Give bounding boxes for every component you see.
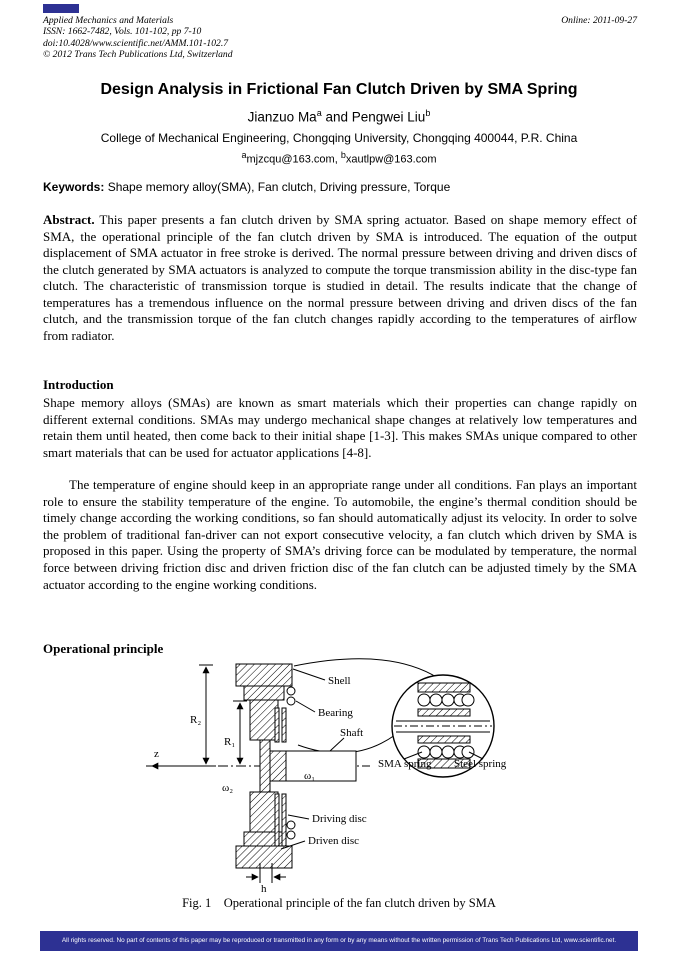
journal-name: Applied Mechanics and Materials bbox=[43, 15, 174, 26]
author-1: Jianzuo Ma bbox=[247, 109, 317, 125]
driving-disc-shape bbox=[274, 793, 280, 847]
figure-caption: Fig. 1 Operational principle of the fan … bbox=[182, 896, 496, 910]
keywords-label: Keywords: bbox=[43, 180, 105, 194]
figure-1: z R₂ R₁ ω₂ ω₁ Shell Bearing Shaft Drivin… bbox=[138, 653, 648, 898]
affiliation: College of Mechanical Engineering, Chong… bbox=[100, 131, 578, 145]
dimensions bbox=[199, 664, 286, 883]
email-2-sup: b bbox=[340, 150, 346, 160]
h-label: h bbox=[261, 883, 267, 895]
bearing-ball bbox=[286, 820, 296, 830]
author-1-sup: a bbox=[316, 108, 322, 118]
journal-header: Applied Mechanics and Materials ISSN: 16… bbox=[43, 15, 233, 61]
fan-clutch-diagram: z R₂ R₁ ω₂ ω₁ Shell Bearing Shaft Drivin… bbox=[146, 658, 507, 895]
online-date: Online: 2011-09-27 bbox=[561, 15, 637, 26]
page-title: Design Analysis in Frictional Fan Clutch… bbox=[100, 81, 578, 98]
email-1: mjzcqu@163.com, bbox=[246, 153, 341, 166]
omega2-label: ω₂ bbox=[222, 782, 233, 794]
copyright-line: © 2012 Trans Tech Publications Ltd, Swit… bbox=[43, 49, 233, 61]
emails-line: amjzcqu@163.com, bxautlpw@163.com bbox=[0, 150, 678, 166]
bearing-ball bbox=[286, 696, 296, 706]
upper-disc-b bbox=[281, 707, 287, 743]
shaft-label: Shaft bbox=[340, 727, 363, 739]
omega1-label: ω₁ bbox=[304, 770, 315, 782]
doi-line: doi:10.4028/www.scientific.net/AMM.101-1… bbox=[43, 37, 229, 49]
footer-banner: All rights reserved. No part of contents… bbox=[40, 931, 638, 951]
driven-disc-label: Driven disc bbox=[308, 835, 359, 847]
r1-label: R₁ bbox=[224, 736, 235, 748]
abstract-text: This paper presents a fan clutch driven … bbox=[43, 212, 637, 343]
keywords-line: Keywords: Shape memory alloy(SMA), Fan c… bbox=[43, 180, 637, 194]
z-label: z bbox=[154, 748, 159, 760]
heading-introduction: Introduction bbox=[43, 377, 114, 392]
bearing-ball bbox=[286, 686, 296, 696]
heading-operational-principle: Operational principle bbox=[43, 641, 164, 656]
figure-labels: z R₂ R₁ ω₂ ω₁ Shell Bearing Shaft Drivin… bbox=[154, 675, 507, 895]
email-2: xautlpw@163.com bbox=[345, 153, 437, 166]
r2-label: R₂ bbox=[190, 714, 201, 726]
bearing-label: Bearing bbox=[318, 707, 353, 719]
top-blue-mark bbox=[43, 4, 79, 13]
bearing-ball bbox=[286, 830, 296, 840]
authors-connector: and bbox=[321, 109, 352, 125]
intro-paragraph-2: The temperature of engine should keep in… bbox=[43, 477, 637, 592]
abstract-label: Abstract. bbox=[43, 212, 95, 227]
email-1-sup: a bbox=[241, 150, 247, 160]
intro-paragraph-1: Shape memory alloys (SMAs) are known as … bbox=[43, 395, 637, 460]
detail-springs bbox=[394, 682, 492, 769]
keywords-text: Shape memory alloy(SMA), Fan clutch, Dri… bbox=[104, 180, 451, 194]
issn-line: ISSN: 1662-7482, Vols. 101-102, pp 7-10 bbox=[43, 26, 202, 38]
sma-spring-label: SMA spring bbox=[378, 758, 432, 770]
shell-label: Shell bbox=[328, 675, 351, 687]
author-2: Pengwei Liu bbox=[351, 109, 426, 125]
driving-disc-label: Driving disc bbox=[312, 813, 367, 825]
authors-line: Jianzuo Maa and Pengwei Liub bbox=[0, 108, 678, 125]
upper-disc-a bbox=[274, 707, 280, 743]
clutch-assembly bbox=[235, 663, 357, 869]
footer-text: All rights reserved. No part of contents… bbox=[61, 937, 617, 944]
leader-lines bbox=[280, 668, 345, 850]
abstract: Abstract. This paper presents a fan clut… bbox=[43, 212, 637, 344]
author-2-sup: b bbox=[425, 108, 431, 118]
steel-spring-label: Steel spring bbox=[454, 758, 507, 770]
driven-disc-shape bbox=[281, 793, 287, 847]
